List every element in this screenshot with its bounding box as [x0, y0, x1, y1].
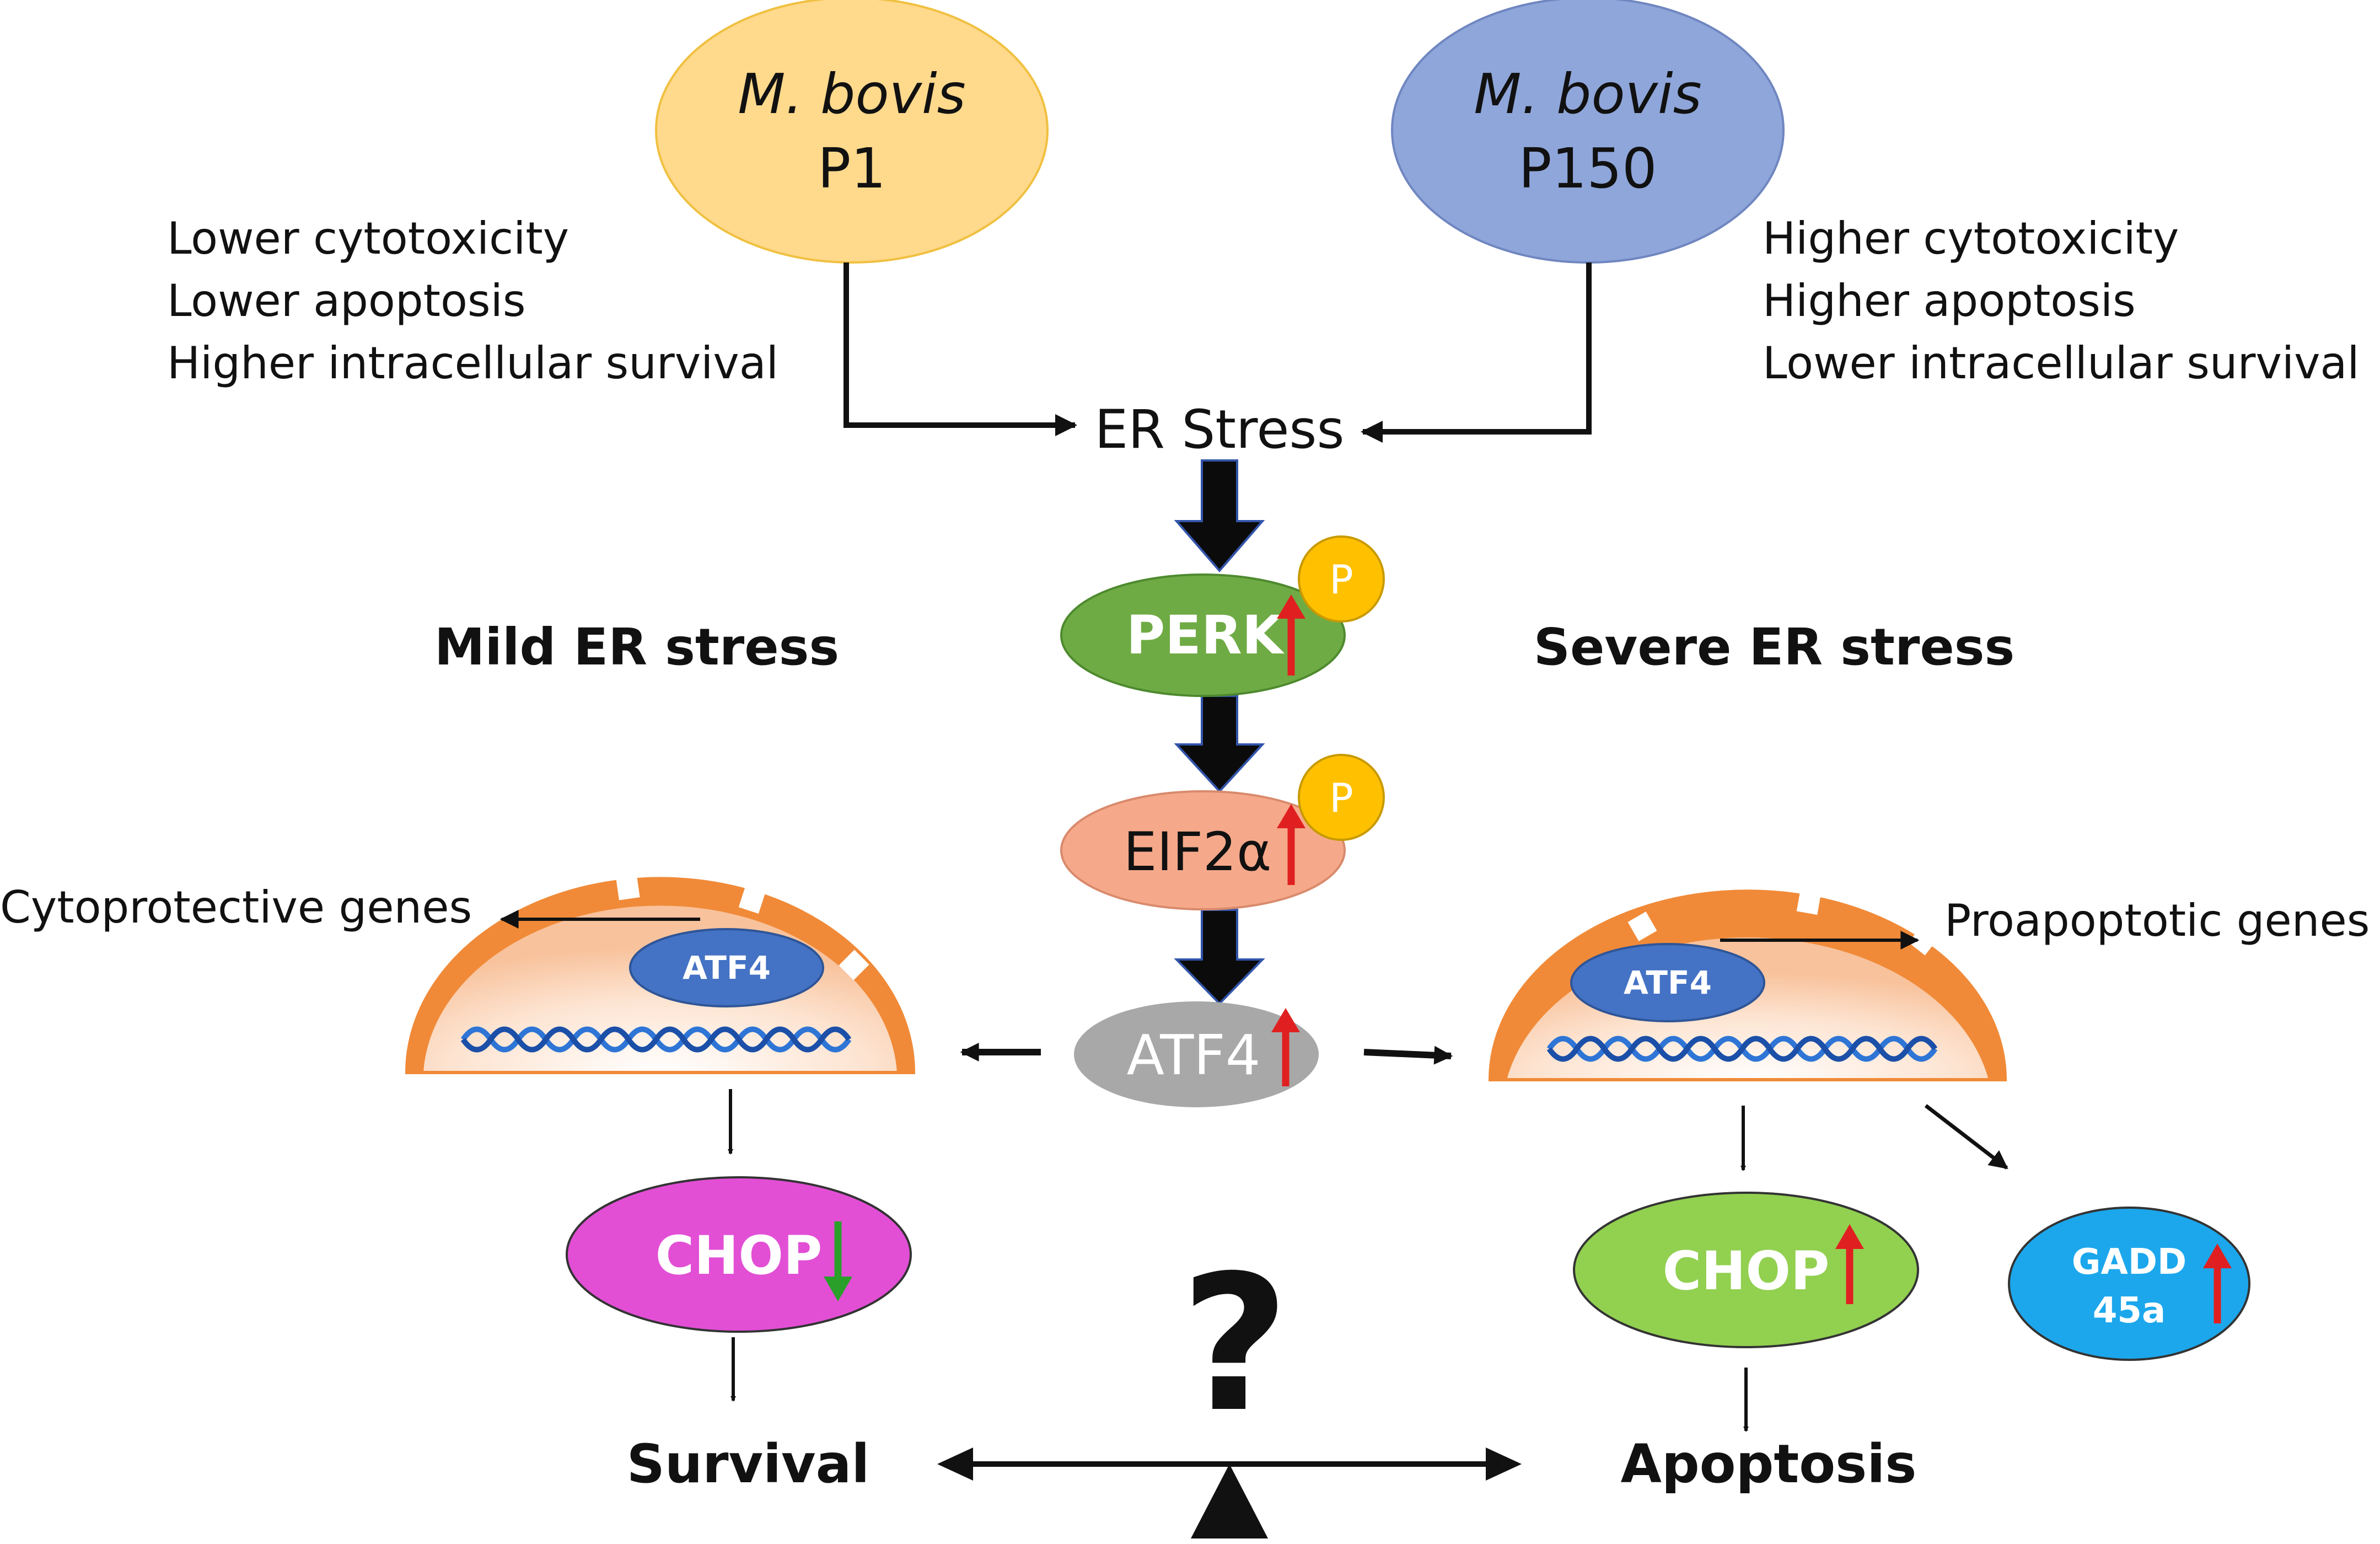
perk-phospho-label: P [1329, 556, 1353, 603]
phenotype-left: Lower cytotoxicity Lower apoptosis Highe… [167, 213, 778, 389]
atf4-ellipse [1074, 1001, 1319, 1107]
strain-p150-ellipse [1391, 0, 1785, 264]
gadd45a-up-arrow [2203, 1243, 2232, 1323]
balance-arrow-left [937, 1447, 973, 1481]
gadd45a-ellipse [2008, 1207, 2250, 1361]
balance-question-mark: ? [1180, 1235, 1289, 1454]
right-chop-ellipse [1573, 1192, 1919, 1348]
branch-mild-label: Mild ER stress [434, 618, 839, 677]
proapoptotic-genes-label: Proapoptotic genes [1944, 895, 2370, 946]
balance-arrow-right [1486, 1447, 1522, 1481]
atf4-label: ATF4 [1127, 1023, 1261, 1087]
phenotype-right-1: Higher cytotoxicity [1763, 213, 2179, 264]
survival-label: Survival [627, 1433, 870, 1495]
perk-phospho-circle [1298, 535, 1385, 623]
left-nucleus: ATF4 [405, 875, 915, 1074]
connector-p150-to-er-stress [1361, 262, 1592, 443]
strain-p1-passage: P1 [818, 136, 886, 201]
left-nucleus-atf4-label: ATF4 [683, 949, 771, 987]
arrow-right-nucleus-to-gadd45a [1924, 1104, 2008, 1170]
right-nucleus: ATF4 [1489, 889, 2007, 1081]
perk-label: PERK [1126, 604, 1285, 666]
er-stress-label: ER Stress [1095, 399, 1345, 460]
flow-arrow-perk-to-eif2a [1174, 695, 1265, 793]
connector-p1-to-er-stress [844, 262, 1077, 436]
phenotype-left-2: Lower apoptosis [167, 275, 526, 326]
eif2a-label: EIF2α [1124, 821, 1272, 883]
perk-ellipse [1060, 573, 1346, 697]
strain-p150: M. bovis P150 [1391, 0, 1785, 264]
gadd45a-label-line1: GADD [2072, 1242, 2186, 1283]
perk-up-arrow [1277, 594, 1305, 675]
balance-scale: ? [937, 1235, 1522, 1538]
left-nucleus-atf4-ellipse [629, 928, 824, 1007]
left-dna-helix [460, 1026, 852, 1053]
strain-p1-ellipse [655, 0, 1049, 264]
right-dna-helix [1546, 1036, 1938, 1062]
phenotype-left-3: Higher intracellular survival [167, 337, 778, 389]
right-chop-label: CHOP [1663, 1240, 1830, 1302]
right-chop-node: CHOP [1573, 1192, 1919, 1348]
phenotype-left-1: Lower cytotoxicity [167, 213, 569, 264]
apoptosis-label: Apoptosis [1621, 1433, 1917, 1495]
phenotype-right-2: Higher apoptosis [1763, 275, 2136, 326]
strain-p150-passage: P150 [1518, 136, 1657, 201]
strain-p150-species: M. bovis [1474, 62, 1702, 126]
eif2a-up-arrow [1277, 804, 1305, 885]
strain-p1: M. bovis P1 [655, 0, 1049, 264]
atf4-node: ATF4 [1074, 1001, 1319, 1107]
right-nucleus-atf4-ellipse [1570, 943, 1765, 1022]
right-chop-up-arrow [1835, 1224, 1864, 1304]
right-nucleus-atf4-label: ATF4 [1624, 964, 1712, 1001]
flow-arrow-er-to-perk [1174, 459, 1265, 573]
left-chop-down-arrow [824, 1221, 852, 1301]
eif2a-phospho-label: P [1329, 775, 1353, 821]
eif2a-node: EIF2α P [1060, 754, 1385, 910]
cytoprotective-genes-label: Cytoprotective genes [0, 882, 472, 933]
balance-fulcrum [1191, 1464, 1268, 1538]
strain-p1-species: M. bovis [738, 62, 966, 126]
phenotype-right-3: Lower intracellular survival [1763, 337, 2360, 389]
left-chop-ellipse [566, 1176, 912, 1333]
eif2a-ellipse [1060, 790, 1346, 910]
flow-arrow-eif2a-to-atf4 [1174, 909, 1265, 1005]
arrow-atf4-to-right-nucleus [1363, 1046, 1453, 1065]
eif2a-phospho-circle [1298, 754, 1385, 841]
left-chop-label: CHOP [656, 1225, 823, 1286]
atf4-up-arrow [1271, 1008, 1300, 1086]
gadd45a-node: GADD 45a [2008, 1207, 2250, 1361]
perk-node: PERK P [1060, 535, 1385, 697]
gadd45a-label-line2: 45a [2093, 1290, 2166, 1331]
branch-severe-label: Severe ER stress [1534, 618, 2015, 677]
phenotype-right: Higher cytotoxicity Higher apoptosis Low… [1763, 213, 2360, 389]
left-chop-node: CHOP [566, 1176, 912, 1333]
